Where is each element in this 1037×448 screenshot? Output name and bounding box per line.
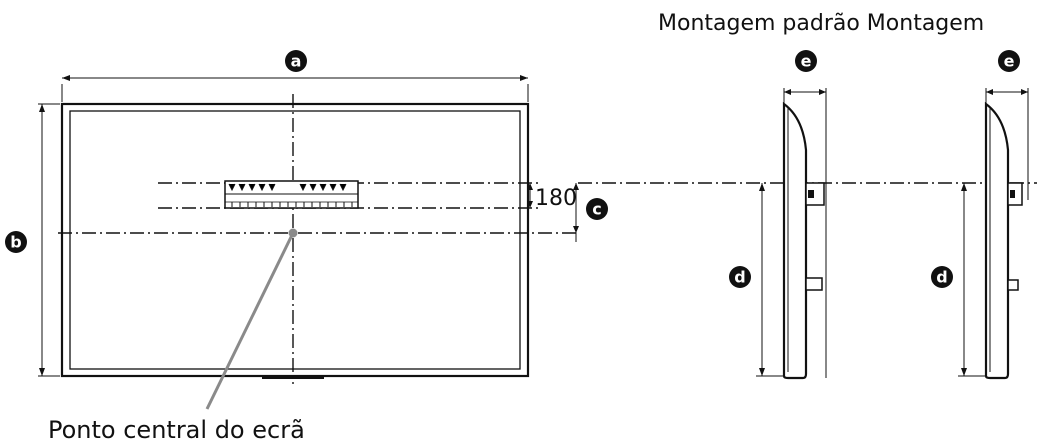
badge-e-alternate: e <box>998 50 1020 72</box>
badge-d-standard: d <box>729 266 751 288</box>
badge-b: b <box>5 231 27 253</box>
dimension-b <box>38 103 60 377</box>
badge-d-alternate: d <box>931 266 953 288</box>
badge-e-standard: e <box>795 50 817 72</box>
badge-d-alternate-text: d <box>936 268 947 287</box>
center-leader-line <box>205 232 295 410</box>
dimension-c <box>527 183 579 242</box>
badge-e-standard-text: e <box>801 52 812 71</box>
center-point-label: Ponto central do ecrã <box>48 416 305 444</box>
badge-a-text: a <box>291 52 302 71</box>
badge-b-text: b <box>10 233 21 252</box>
display-outer-frame <box>60 102 530 378</box>
badge-d-standard-text: d <box>734 268 745 287</box>
badge-c: c <box>586 198 608 220</box>
wall-mount-bracket <box>224 180 359 209</box>
dimension-180-label: 180 <box>535 186 577 211</box>
badge-a: a <box>285 50 307 72</box>
mount-title: Montagem padrão Montagem <box>658 11 984 36</box>
side-view-alternate <box>958 88 1029 380</box>
dimension-a <box>61 75 529 102</box>
display-inner-frame <box>69 110 521 370</box>
front-view: 180 <box>38 75 579 410</box>
badge-e-alternate-text: e <box>1004 52 1015 71</box>
side-view-standard <box>578 88 1037 380</box>
badge-c-text: c <box>592 200 601 219</box>
